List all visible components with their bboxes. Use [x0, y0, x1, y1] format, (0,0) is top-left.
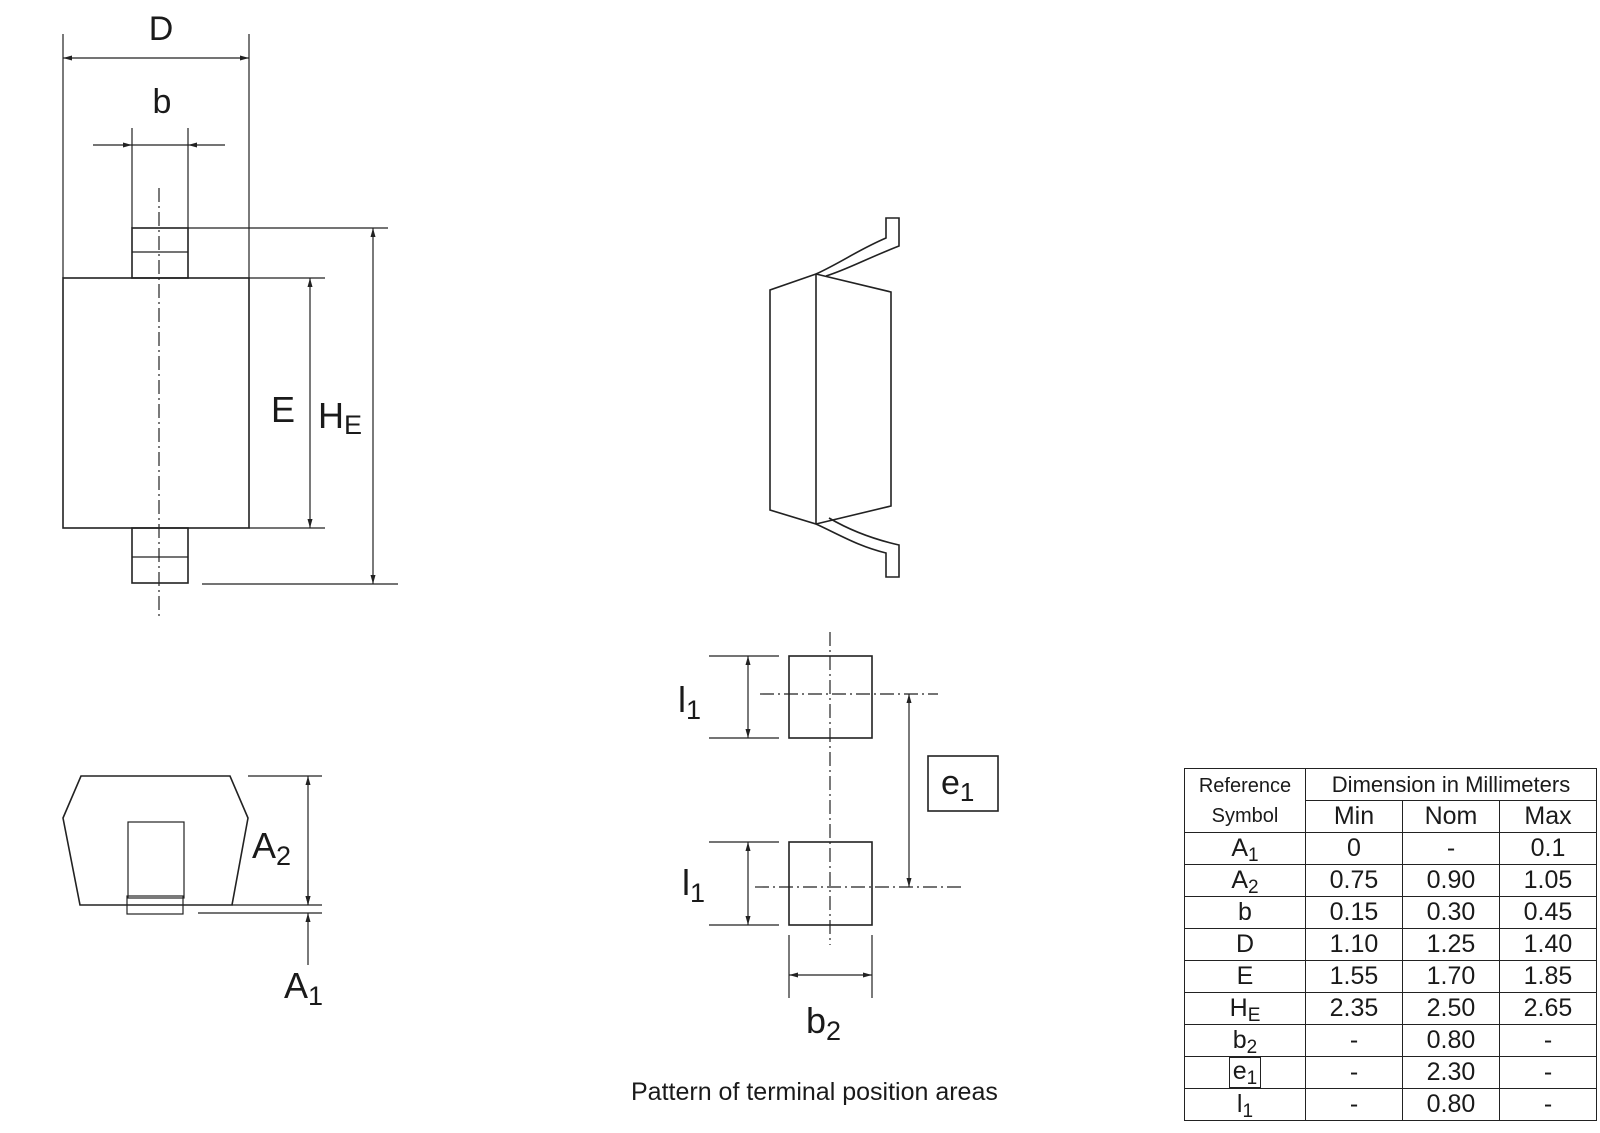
row-symbol: A2	[1184, 864, 1306, 898]
side-view	[769, 217, 900, 578]
label-A1: A1	[284, 965, 323, 1011]
body-end-face	[769, 272, 817, 526]
label-e1: e1	[941, 764, 974, 807]
row-min: 1.10	[1305, 928, 1403, 961]
table-row: l1-0.80-	[1184, 1088, 1597, 1122]
row-max: 1.05	[1499, 864, 1597, 897]
label-l1-upper: l1	[678, 679, 701, 725]
dimension-table: Reference Symbol Dimension in Millimeter…	[1184, 768, 1597, 1122]
row-nom: 2.30	[1402, 1056, 1500, 1089]
row-min: -	[1305, 1024, 1403, 1057]
row-min: 0.15	[1305, 896, 1403, 929]
header-min: Min	[1305, 800, 1403, 833]
row-symbol: b2	[1184, 1024, 1306, 1058]
row-nom: -	[1402, 832, 1500, 865]
header-symbol: Symbol	[1211, 804, 1279, 827]
label-A2: A2	[252, 825, 291, 871]
end-view-lead-window	[127, 821, 185, 899]
header-nom: Nom	[1402, 800, 1500, 833]
row-nom: 0.90	[1402, 864, 1500, 897]
label-E: E	[271, 389, 295, 430]
row-nom: 1.70	[1402, 960, 1500, 993]
row-symbol: E	[1184, 960, 1306, 993]
row-min: 0	[1305, 832, 1403, 865]
package-body-outline	[62, 277, 250, 529]
row-max: 2.65	[1499, 992, 1597, 1025]
end-view-body	[62, 775, 249, 906]
row-min: 0.75	[1305, 864, 1403, 897]
body-front-face	[815, 273, 892, 525]
bottom-lead-bend	[815, 517, 900, 578]
row-nom: 1.25	[1402, 928, 1500, 961]
row-max: 0.45	[1499, 896, 1597, 929]
row-nom: 0.80	[1402, 1024, 1500, 1057]
row-max: -	[1499, 1024, 1597, 1057]
row-max: -	[1499, 1056, 1597, 1089]
header-reference: Reference	[1198, 774, 1292, 797]
row-symbol: A1	[1184, 832, 1306, 866]
top-lead	[131, 227, 189, 279]
row-nom: 0.80	[1402, 1088, 1500, 1121]
land-pattern: l1 l1 e1 b2 Pattern of terminal position…	[631, 632, 999, 1106]
header-dimension: Dimension in Millimeters	[1305, 768, 1597, 801]
table-row: b2-0.80-	[1184, 1024, 1597, 1058]
label-D: D	[149, 10, 174, 48]
row-min: -	[1305, 1088, 1403, 1121]
top-view: D b E HE	[62, 10, 398, 620]
land-pattern-caption: Pattern of terminal position areas	[631, 1078, 998, 1106]
row-symbol: l1	[1184, 1088, 1306, 1122]
table-row: e1-2.30-	[1184, 1056, 1597, 1089]
row-max: 0.1	[1499, 832, 1597, 865]
label-b: b	[153, 83, 172, 121]
label-l1-lower: l1	[682, 862, 705, 908]
bottom-lead	[131, 527, 189, 584]
row-nom: 0.30	[1402, 896, 1500, 929]
header-max: Max	[1499, 800, 1597, 833]
end-view-lead-foot	[126, 895, 184, 915]
row-min: 1.55	[1305, 960, 1403, 993]
row-symbol: HE	[1184, 992, 1306, 1026]
top-lead-bend	[815, 217, 900, 277]
label-b2: b2	[806, 1000, 841, 1046]
end-view: A2 A1	[62, 775, 323, 1011]
e1-basic-dimension-box	[927, 755, 999, 812]
row-min: -	[1305, 1056, 1403, 1089]
row-max: 1.85	[1499, 960, 1597, 993]
row-min: 2.35	[1305, 992, 1403, 1025]
label-HE: HE	[318, 395, 362, 440]
row-max: 1.40	[1499, 928, 1597, 961]
header-reference-symbol: Reference Symbol	[1184, 768, 1306, 833]
row-symbol: e1	[1184, 1056, 1306, 1089]
row-symbol: D	[1184, 928, 1306, 961]
row-nom: 2.50	[1402, 992, 1500, 1025]
row-max: -	[1499, 1088, 1597, 1121]
row-symbol: b	[1184, 896, 1306, 929]
